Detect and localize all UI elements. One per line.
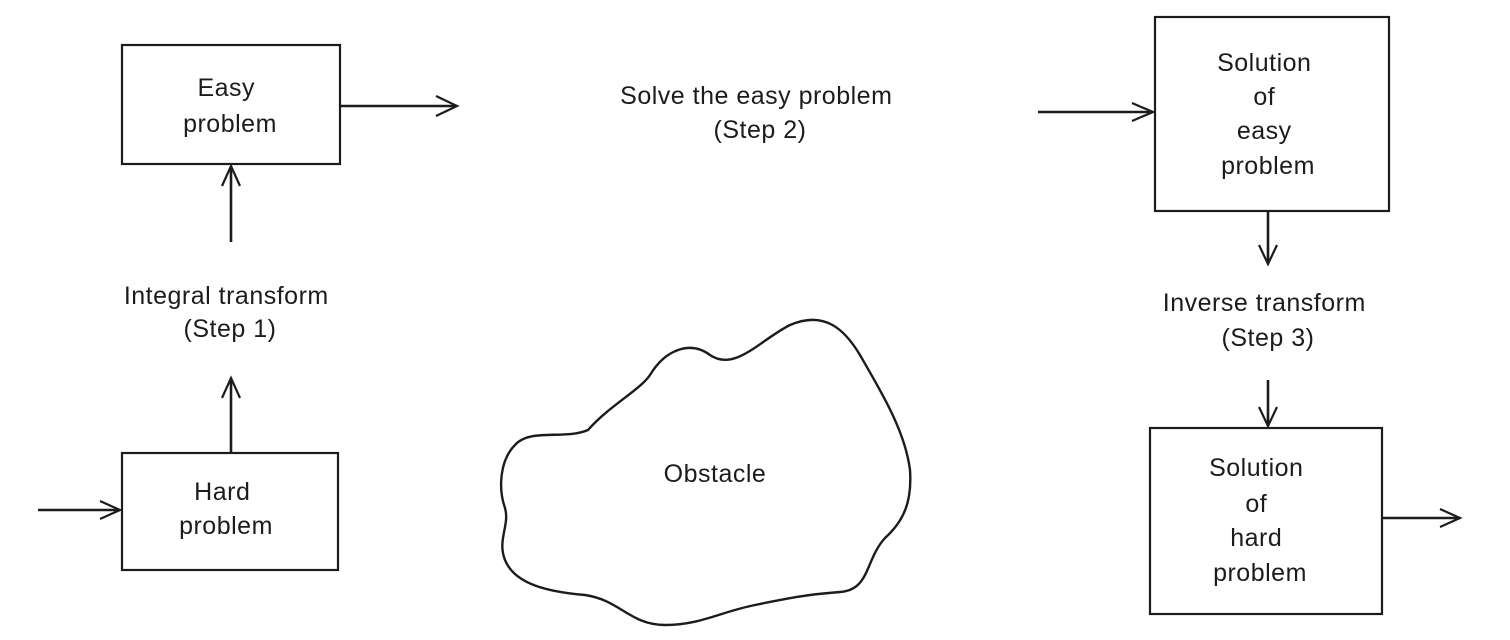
step3-line: (Step 3) bbox=[1222, 324, 1315, 352]
solution-hard-line: Solution bbox=[1209, 454, 1303, 482]
solution-hard-box bbox=[1148, 426, 1384, 616]
solution-hard-line: of bbox=[1245, 490, 1267, 518]
step2-line: Solve the easy problem bbox=[620, 82, 892, 110]
solution-easy-line: easy bbox=[1237, 117, 1292, 145]
arrow-inverse-to-solution-hard bbox=[1258, 380, 1278, 429]
arrow-solve-to-solution-easy bbox=[1038, 101, 1156, 123]
solution-easy-label: Solution of easy problem bbox=[1217, 49, 1319, 180]
solution-easy-line: of bbox=[1253, 83, 1275, 111]
arrow-hard-to-transform bbox=[220, 375, 242, 453]
solution-easy-box bbox=[1153, 15, 1391, 213]
arrow-easy-to-solve bbox=[340, 95, 460, 117]
solution-hard-line: hard bbox=[1230, 524, 1282, 552]
hard-problem-label: Hard problem bbox=[179, 478, 273, 540]
easy-problem-box bbox=[120, 43, 342, 166]
step1-line: (Step 1) bbox=[184, 315, 277, 343]
easy-problem-line: problem bbox=[183, 110, 277, 138]
solution-easy-line: problem bbox=[1221, 152, 1315, 180]
arrow-input-hard bbox=[38, 499, 123, 521]
easy-problem-line: Easy bbox=[197, 74, 255, 102]
solution-hard-line: problem bbox=[1213, 559, 1307, 587]
easy-problem-label: Easy problem bbox=[183, 74, 277, 138]
hard-problem-line: problem bbox=[179, 512, 273, 540]
obstacle-label: Obstacle bbox=[664, 460, 767, 488]
hard-problem-line: Hard bbox=[194, 478, 250, 506]
arrow-solution-easy-to-inverse bbox=[1258, 211, 1278, 267]
step1-line: Integral transform bbox=[124, 282, 329, 310]
step3-line: Inverse transform bbox=[1163, 289, 1366, 317]
solution-easy-line: Solution bbox=[1217, 49, 1311, 77]
solution-hard-label: Solution of hard problem bbox=[1209, 454, 1311, 587]
arrow-output-solution-hard bbox=[1382, 507, 1463, 529]
step1-label: Integral transform (Step 1) bbox=[124, 282, 336, 343]
step2-label: Solve the easy problem (Step 2) bbox=[620, 82, 900, 144]
obstacle-shape bbox=[499, 318, 912, 627]
step3-label: Inverse transform (Step 3) bbox=[1163, 289, 1373, 352]
step2-line: (Step 2) bbox=[714, 116, 807, 144]
arrow-transform-to-easy bbox=[220, 163, 242, 242]
